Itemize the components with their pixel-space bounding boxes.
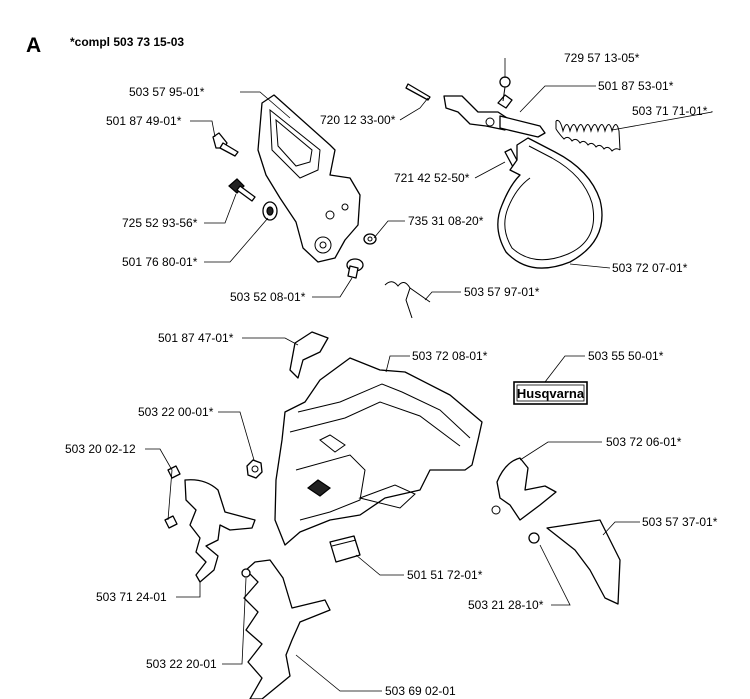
- part-label: 501 51 72-01*: [407, 568, 483, 582]
- part-label: 503 72 06-01*: [606, 435, 682, 449]
- part-label: 503 52 08-01*: [230, 290, 306, 304]
- hand-guard-bolt-drawing: [228, 178, 256, 202]
- decal-brand-text: Husqvarna: [517, 386, 585, 401]
- cover-nut-drawing: [246, 459, 263, 479]
- part-label: 503 57 37-01*: [642, 515, 718, 529]
- part-label: 725 52 93-56*: [122, 216, 198, 230]
- pin-drawing: [405, 83, 431, 101]
- part-label: 501 87 47-01*: [158, 331, 234, 345]
- bumper-spike-inner-drawing: [184, 479, 256, 583]
- brake-band-drawing: [497, 137, 603, 269]
- part-label: 501 87 53-01*: [598, 79, 674, 93]
- chain-guard-blade-drawing: [546, 519, 621, 605]
- hand-guard-screw-drawing: [212, 132, 239, 157]
- hand-guard-drawing: [257, 94, 361, 263]
- hand-guard-bushing-drawing: [262, 201, 278, 221]
- return-spring-drawing: [384, 281, 431, 319]
- assembly-note: *compl 503 73 15-03: [70, 35, 184, 49]
- chain-guide-plate-drawing: [491, 457, 557, 521]
- rubber-block-drawing: [329, 535, 361, 563]
- part-label: 503 22 20-01: [146, 657, 217, 671]
- part-label: 503 72 07-01*: [612, 261, 688, 275]
- part-label: 501 87 49-01*: [106, 114, 182, 128]
- part-label: 501 76 80-01*: [122, 255, 198, 269]
- part-label: 735 31 08-20*: [408, 214, 484, 228]
- leader-lines: [145, 58, 713, 692]
- bumper-spike-outer-drawing: [243, 559, 331, 699]
- part-label: 720 12 33-00*: [320, 113, 396, 127]
- part-label: 503 21 28-10*: [468, 598, 544, 612]
- spike-screw-drawing: [164, 465, 181, 529]
- clutch-cover-drawing: [274, 357, 483, 546]
- part-label: 729 57 13-05*: [564, 51, 640, 65]
- part-label: 503 69 02-01: [385, 684, 456, 698]
- part-label: 503 20 02-12: [65, 442, 136, 456]
- husqvarna-decal: Husqvarna: [513, 381, 588, 405]
- guide-screw-drawing: [528, 532, 540, 544]
- hand-guard-pivot-screw-drawing: [346, 258, 364, 279]
- spike-nut-drawing: [241, 568, 251, 578]
- brake-spring-drawing: [555, 120, 621, 152]
- part-label: 503 71 24-01: [96, 590, 167, 604]
- washer-drawing: [363, 233, 377, 245]
- part-label: 503 72 08-01*: [412, 349, 488, 363]
- chain-catcher-clip-drawing: [289, 331, 329, 379]
- part-label: 503 57 95-01*: [129, 85, 205, 99]
- part-label: 503 22 00-01*: [138, 405, 214, 419]
- part-label: 503 57 97-01*: [464, 285, 540, 299]
- section-letter: A: [26, 34, 41, 57]
- part-label: 721 42 52-50*: [394, 171, 470, 185]
- part-label: 503 71 71-01*: [632, 104, 708, 118]
- part-label: 503 55 50-01*: [588, 349, 664, 363]
- brake-lever-drawing: [443, 94, 546, 138]
- part-labels: 729 57 13-05* 501 87 53-01* 503 71 71-01…: [65, 51, 718, 698]
